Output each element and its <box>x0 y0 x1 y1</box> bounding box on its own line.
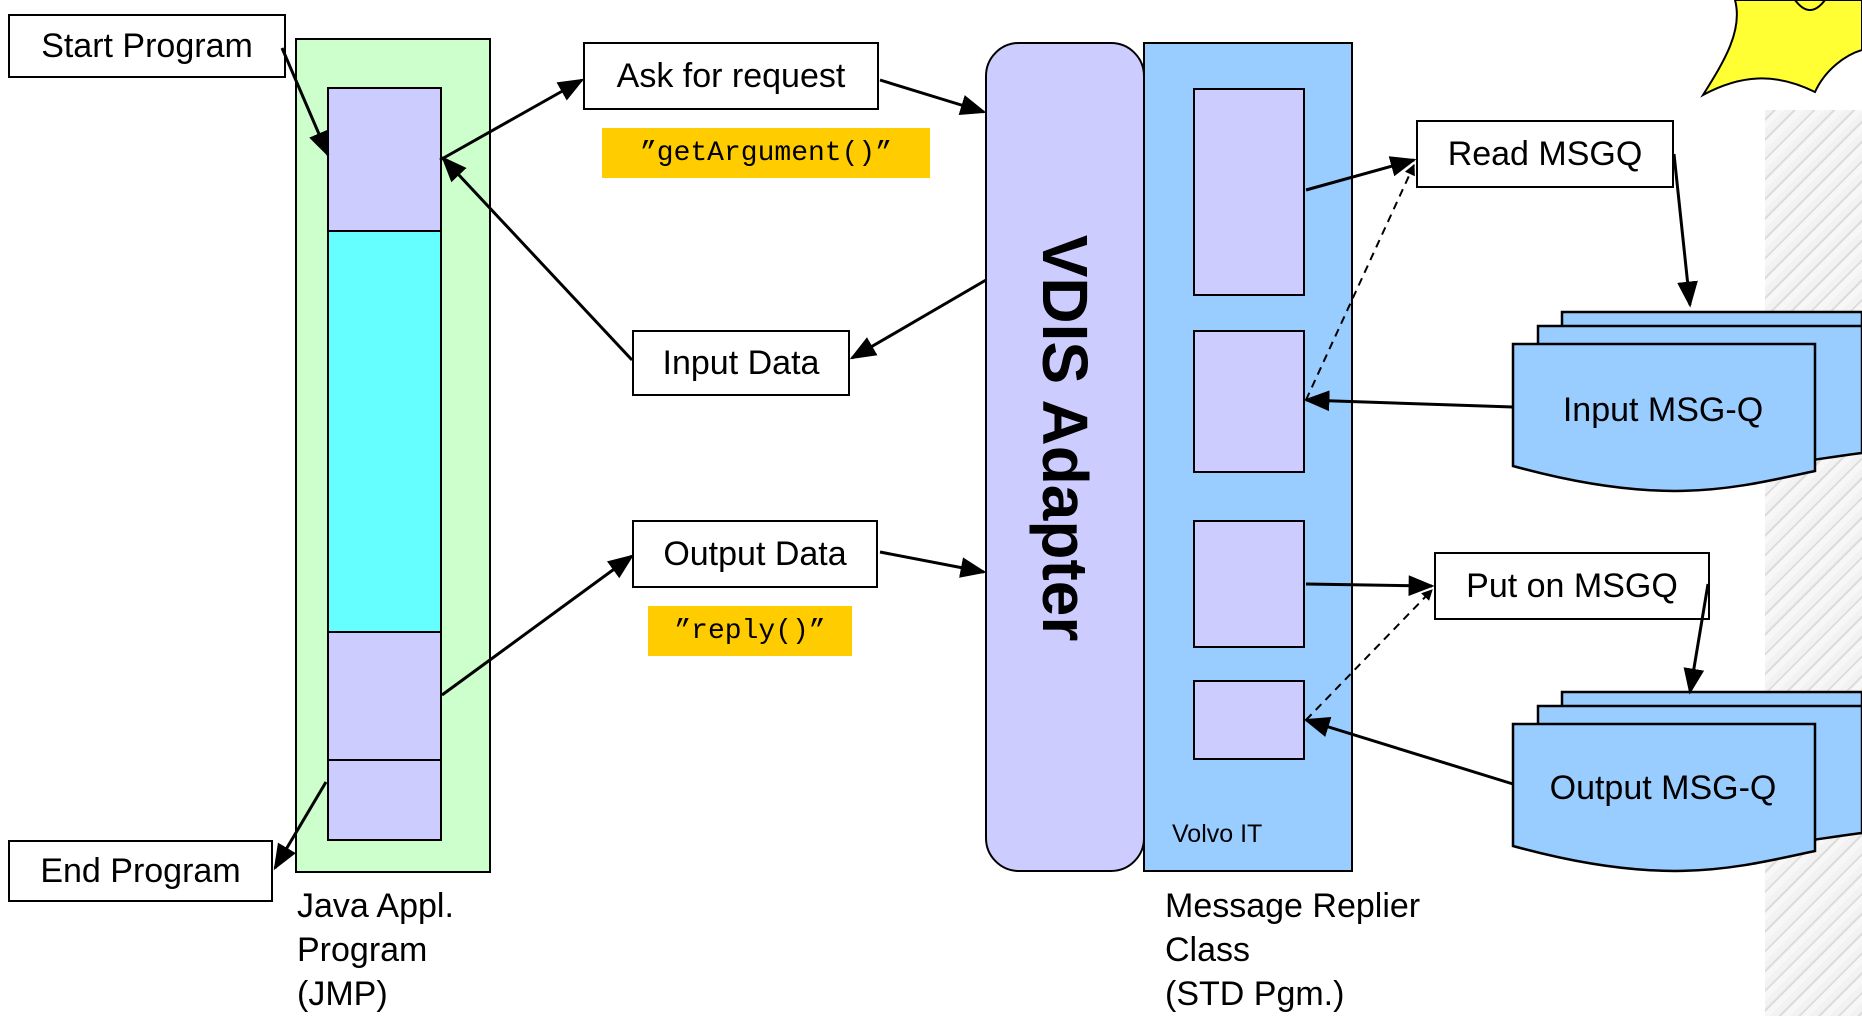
start-program-label: Start Program <box>8 14 286 78</box>
message-replier-caption: Message Replier Class (STD Pgm.) <box>1165 884 1420 1016</box>
ask-for-request-label: Ask for request <box>583 42 879 110</box>
arrow-input-to-program <box>441 156 634 362</box>
dashed-arrow-read-link <box>1305 164 1415 401</box>
replier-slot-1 <box>1193 88 1305 296</box>
arrow-program-to-end <box>273 781 328 871</box>
arrow-ask-to-adapter <box>879 78 987 116</box>
java-caption-line-2: Program <box>297 931 428 969</box>
arrow-output-to-adapter <box>879 550 987 578</box>
arrow-read-to-input-queue <box>1672 153 1698 308</box>
put-on-msgq-label: Put on MSGQ <box>1434 552 1710 620</box>
metal-texture-icon <box>1765 110 1862 1016</box>
arrow-put-to-output-queue <box>1683 583 1710 695</box>
output-msg-queue-label: Output MSG-Q <box>1549 768 1777 807</box>
java-segment-4 <box>327 759 442 841</box>
arrow-replier-to-read <box>1305 156 1417 192</box>
replier-slot-3 <box>1193 520 1305 648</box>
arrow-adapter-to-input <box>849 278 987 360</box>
arrow-output-queue-to-replier <box>1303 716 1514 786</box>
java-caption-line-1: Java Appl. <box>297 887 454 925</box>
input-data-label: Input Data <box>632 330 850 396</box>
volvo-it-label: Volvo IT <box>1172 820 1263 848</box>
output-msg-queue-shape <box>1511 690 1862 873</box>
replier-caption-line-1: Message Replier <box>1165 887 1421 925</box>
replier-caption-line-2: Class <box>1165 931 1251 969</box>
java-caption-line-3: (JMP) <box>297 975 388 1013</box>
arrow-start-to-program <box>280 47 330 158</box>
java-segment-active <box>327 230 442 633</box>
java-program-caption: Java Appl. Program (JMP) <box>297 884 454 1016</box>
arrow-input-queue-to-replier <box>1303 390 1514 412</box>
input-msg-queue-label: Input MSG-Q <box>1562 390 1764 429</box>
output-data-label: Output Data <box>632 520 878 588</box>
java-segment-1 <box>327 87 442 232</box>
replier-caption-line-3: (STD Pgm.) <box>1165 975 1345 1013</box>
end-program-label: End Program <box>8 840 273 902</box>
dashed-arrow-put-link <box>1305 589 1433 721</box>
arrow-program-to-output <box>441 554 635 697</box>
get-argument-method: ”getArgument()” <box>602 128 930 178</box>
input-msg-queue-shape <box>1511 310 1862 493</box>
reply-method: ”reply()” <box>648 606 852 656</box>
java-segment-3 <box>327 631 442 761</box>
read-msgq-label: Read MSGQ <box>1416 120 1674 188</box>
arrow-program-to-ask <box>439 78 585 162</box>
replier-slot-4 <box>1193 680 1305 760</box>
arrow-replier-to-put <box>1305 575 1435 597</box>
star-mascot-icon <box>1700 0 1862 98</box>
vdis-adapter-box <box>985 42 1145 872</box>
